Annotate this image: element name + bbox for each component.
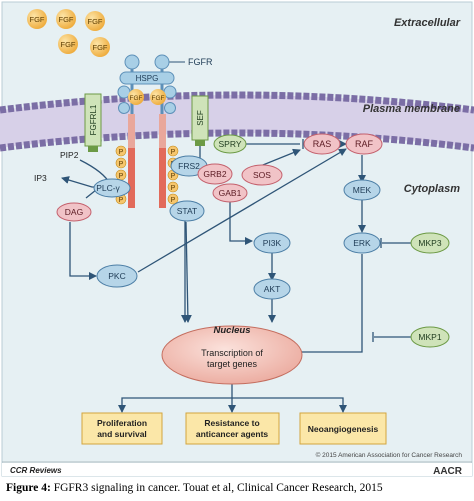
nucleus-text-line2: target genes: [207, 359, 258, 369]
nucleus-text-line1: Transcription of: [201, 348, 263, 358]
svg-text:P: P: [171, 197, 176, 204]
fgfr-label: FGFR: [188, 57, 213, 67]
svg-text:RAF: RAF: [355, 139, 374, 149]
sos-node: SOS: [241, 164, 283, 186]
fgf-ligand: FGF: [27, 9, 47, 29]
aacr-logo: AACR: [433, 466, 463, 477]
svg-text:P: P: [119, 197, 124, 204]
svg-text:P: P: [171, 149, 176, 156]
hspg-label: HSPG: [136, 74, 159, 83]
svg-text:FGF: FGF: [93, 43, 108, 52]
svg-text:SPRY: SPRY: [219, 139, 242, 149]
caption-text: FGFR3 signaling in cancer. Touat et al, …: [50, 482, 383, 494]
outcome-resistance: Resistance to anticancer agents: [185, 412, 280, 445]
nucleus: Nucleus Transcription of target genes: [161, 325, 303, 385]
svg-text:P: P: [119, 149, 124, 156]
svg-text:FGF: FGF: [59, 15, 74, 24]
svg-text:GRB2: GRB2: [203, 169, 226, 179]
svg-text:Neoangiogenesis: Neoangiogenesis: [308, 424, 379, 434]
svg-text:MKP1: MKP1: [418, 332, 441, 342]
fgf-ligand: FGF: [58, 34, 78, 54]
akt-node: AKT: [253, 278, 291, 300]
fgfr-receptor-complex: HSPG FGF FGF: [117, 54, 185, 208]
fgfrl1-node: FGFRL1: [84, 93, 102, 152]
svg-text:PLC-γ: PLC-γ: [96, 183, 120, 193]
mek-node: MEK: [343, 179, 381, 201]
pip2-label: PIP2: [60, 150, 79, 160]
svg-text:FGF: FGF: [88, 17, 103, 26]
fgfr3-signaling-diagram: Extracellular Plasma membrane Cytoplasm …: [0, 0, 474, 478]
svg-text:FGF: FGF: [61, 40, 76, 49]
svg-text:MKP3: MKP3: [418, 238, 441, 248]
outcome-neoangiogenesis: Neoangiogenesis: [299, 412, 387, 445]
svg-text:STAT: STAT: [177, 206, 197, 216]
bound-fgf-left: FGF: [130, 95, 143, 102]
gab1-node: GAB1: [212, 183, 248, 203]
journal-label: CCR Reviews: [10, 466, 62, 475]
figure-caption: Figure 4: FGFR3 signaling in cancer. Tou…: [6, 482, 472, 494]
svg-text:Proliferation: Proliferation: [97, 418, 147, 428]
svg-text:SEF: SEF: [196, 110, 205, 126]
svg-text:P: P: [171, 185, 176, 192]
erk-node: ERK: [343, 232, 381, 254]
diagram-panel: [1, 1, 473, 477]
svg-text:DAG: DAG: [65, 207, 83, 217]
svg-text:anticancer agents: anticancer agents: [196, 429, 269, 439]
mkp3-node: MKP3: [410, 232, 450, 254]
svg-text:FGFRL1: FGFRL1: [89, 104, 98, 135]
outcome-proliferation: Proliferation and survival: [81, 412, 163, 445]
svg-text:RAS: RAS: [313, 139, 332, 149]
svg-text:and survival: and survival: [97, 429, 147, 439]
svg-text:FRS2: FRS2: [178, 161, 200, 171]
plc-gamma-node: PLC-γ: [93, 178, 131, 198]
svg-text:PI3K: PI3K: [263, 238, 282, 248]
svg-text:GAB1: GAB1: [219, 188, 242, 198]
svg-text:P: P: [171, 173, 176, 180]
svg-text:Resistance to: Resistance to: [204, 418, 259, 428]
spry-node: SPRY: [213, 134, 247, 154]
raf-node: RAF: [345, 133, 383, 155]
fgf-ligand: FGF: [90, 37, 110, 57]
svg-text:FGF: FGF: [30, 15, 45, 24]
nucleus-title: Nucleus: [214, 325, 251, 336]
fgf-ligand: FGF: [85, 11, 105, 31]
svg-text:AKT: AKT: [264, 284, 281, 294]
fgf-ligand: FGF: [56, 9, 76, 29]
dag-node: DAG: [56, 202, 92, 222]
svg-text:PKC: PKC: [108, 271, 125, 281]
region-label-extracellular: Extracellular: [394, 17, 461, 29]
stat-node: STAT: [169, 200, 205, 222]
svg-text:P: P: [119, 161, 124, 168]
svg-text:P: P: [119, 173, 124, 180]
svg-text:ERK: ERK: [353, 238, 371, 248]
pkc-node: PKC: [96, 264, 138, 288]
footer-bar: [2, 463, 472, 476]
region-label-plasma-membrane: Plasma membrane: [363, 103, 460, 115]
caption-label: Figure 4:: [6, 482, 51, 494]
ip3-label: IP3: [34, 173, 47, 183]
mkp1-node: MKP1: [410, 326, 450, 348]
grb2-node: GRB2: [197, 163, 233, 185]
ras-node: RAS: [303, 133, 341, 155]
copyright-text: © 2015 American Association for Cancer R…: [316, 451, 463, 459]
bound-fgf-right: FGF: [152, 95, 165, 102]
svg-text:MEK: MEK: [353, 185, 372, 195]
sef-node: SEF: [191, 95, 209, 146]
pi3k-node: PI3K: [253, 232, 291, 254]
svg-text:SOS: SOS: [253, 170, 271, 180]
pathway-arrows: [61, 139, 412, 413]
region-label-cytoplasm: Cytoplasm: [404, 183, 460, 195]
